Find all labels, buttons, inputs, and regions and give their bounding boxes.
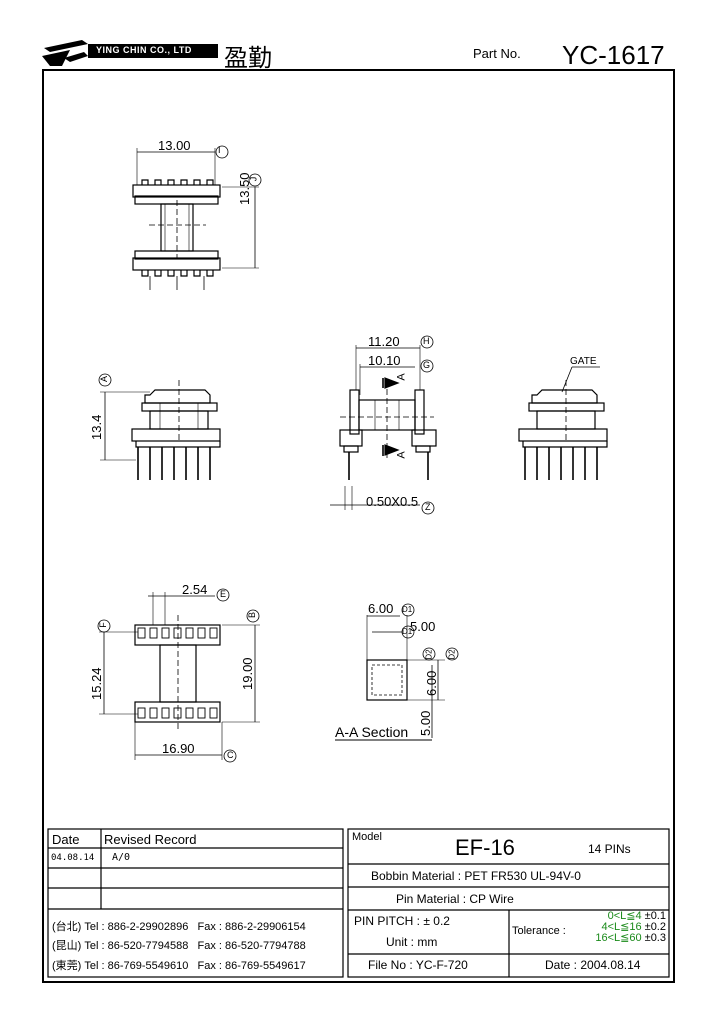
- tolerance-value: ±0.1: [644, 910, 666, 922]
- drawing-date: Date : 2004.08.14: [545, 958, 640, 972]
- tolerance-value: ±0.2: [644, 921, 666, 933]
- pin-pitch-label: PIN PITCH :: [354, 914, 421, 928]
- contact-loc: (台北): [52, 921, 82, 933]
- ref-z: Z: [425, 502, 431, 512]
- ref-e: E: [220, 589, 227, 599]
- dim-core-d1: 6.00: [368, 601, 394, 616]
- company-name-band: [88, 44, 218, 58]
- revision-row-date: 04.08.14: [51, 853, 95, 863]
- dim-top-width: 13.00: [158, 138, 191, 153]
- file-value: YC-F-720: [415, 958, 468, 972]
- part-no-value: YC-1617: [562, 40, 665, 70]
- contact-fax: Fax : 86-520-7794788: [197, 940, 306, 952]
- tolerance-range: 4<L≦16: [601, 921, 642, 933]
- contact-row: (台北) Tel : 886-2-29902896 Fax : 886-2-29…: [52, 918, 306, 934]
- file-label: File No :: [368, 958, 413, 972]
- section-title: A-A Section: [335, 724, 409, 740]
- contact-tel: Tel : 86-769-5549610: [84, 960, 189, 972]
- tolerance-list: 0<L≦4 ±0.1 4<L≦16 ±0.2 16<L≦60 ±0.3: [586, 911, 666, 944]
- revision-row-record: A/0: [112, 852, 131, 863]
- ref-d2-a: D2: [424, 649, 434, 660]
- contact-fax: Fax : 886-2-29906154: [197, 921, 306, 933]
- unit-label: Unit :: [386, 935, 415, 949]
- section-view: [335, 603, 459, 741]
- tolerance-row: 0<L≦4 ±0.1: [586, 911, 666, 922]
- unit: Unit : mm: [386, 935, 437, 949]
- dim-side-height: 13.4: [89, 414, 104, 440]
- ref-f: F: [97, 622, 108, 628]
- dim-pin-size: 0.50X0.5: [366, 494, 419, 509]
- contact-tel: Tel : 86-520-7794588: [84, 940, 189, 952]
- dim-bottom-width: 16.90: [162, 741, 195, 756]
- dim-mid-inner: 10.10: [368, 353, 401, 368]
- side-view-left: [98, 373, 221, 480]
- company-name-en: YING CHIN CO., LTD: [96, 45, 192, 55]
- ref-d1-b: D1: [402, 627, 413, 636]
- dim-pitch: 2.54: [182, 582, 208, 597]
- tolerance-row: 16<L≦60 ±0.3: [586, 933, 666, 944]
- company-logo: [42, 40, 88, 66]
- tolerance-value: ±0.3: [644, 932, 666, 944]
- side-view-right: [518, 366, 608, 480]
- contact-loc: (昆山): [52, 940, 82, 952]
- tolerance-row: 4<L≦16 ±0.2: [586, 922, 666, 933]
- dim-bottom-height: 19.00: [240, 657, 255, 690]
- section-mark-bottom: A: [395, 451, 408, 459]
- dim-core-d2: 6.00: [424, 670, 439, 696]
- date-value: 2004.08.14: [580, 958, 641, 972]
- gate-label: GATE: [570, 356, 597, 367]
- ref-i: I: [218, 145, 221, 155]
- bobbin-label: Bobbin Material :: [371, 869, 462, 883]
- side-view-middle: [330, 335, 437, 515]
- bobbin-material: Bobbin Material : PET FR530 UL-94V-0: [371, 869, 581, 883]
- revision-date-header: Date: [52, 832, 80, 847]
- part-no-label: Part No.: [473, 46, 521, 61]
- ref-b: B: [247, 611, 258, 619]
- pin-material: Pin Material : CP Wire: [396, 892, 514, 906]
- contact-loc: (東莞): [52, 960, 82, 972]
- ref-h: H: [423, 336, 430, 346]
- company-name-cn: 盈勤: [224, 44, 272, 72]
- tolerance-range: 0<L≦4: [607, 910, 642, 922]
- top-view: [132, 145, 262, 290]
- contact-row: (東莞) Tel : 86-769-5549610 Fax : 86-769-5…: [52, 957, 306, 973]
- bottom-view: [97, 588, 260, 763]
- ref-a: A: [99, 375, 110, 383]
- date-label: Date :: [545, 958, 578, 972]
- file-number: File No : YC-F-720: [368, 958, 468, 972]
- contact-fax: Fax : 86-769-5549617: [197, 960, 306, 972]
- ref-d1-a: D1: [402, 605, 413, 614]
- ref-c: C: [227, 750, 234, 760]
- unit-value: mm: [417, 935, 438, 949]
- pin-count: 14 PINs: [588, 842, 631, 856]
- contact-tel: Tel : 886-2-29902896: [84, 921, 189, 933]
- pin-pitch: PIN PITCH : ± 0.2: [354, 914, 450, 928]
- dim-mid-outer: 11.20: [368, 334, 400, 349]
- model-value: EF-16: [455, 835, 515, 860]
- revision-record-header: Revised Record: [104, 832, 197, 847]
- pin-material-label: Pin Material :: [396, 892, 467, 906]
- dim-row-spacing: 15.24: [89, 667, 104, 700]
- pin-pitch-value: ± 0.2: [423, 914, 450, 928]
- dim-core-d1b: 5.00: [410, 619, 436, 634]
- dim-core-d2b: 5.00: [418, 710, 433, 736]
- ref-d2-b: D2: [447, 649, 457, 660]
- tolerance-range: 16<L≦60: [595, 932, 642, 944]
- pin-material-value: CP Wire: [469, 892, 514, 906]
- ref-j: J: [248, 176, 259, 182]
- tolerance-label: Tolerance :: [512, 925, 566, 937]
- ref-g: G: [423, 360, 431, 370]
- section-mark-top: A: [395, 373, 408, 381]
- drawing-border: [42, 69, 675, 983]
- bobbin-value: PET FR530 UL-94V-0: [464, 869, 581, 883]
- title-block: [47, 828, 670, 978]
- contact-row: (昆山) Tel : 86-520-7794588 Fax : 86-520-7…: [52, 937, 306, 953]
- model-label: Model: [352, 831, 382, 843]
